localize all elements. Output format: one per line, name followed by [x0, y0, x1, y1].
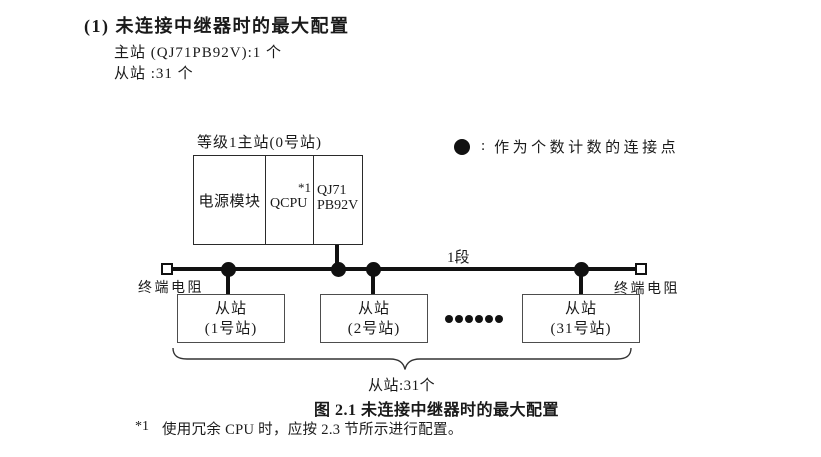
terminating-resistor-label-left: 终端电阻: [138, 281, 204, 296]
terminating-resistor-icon-left: [161, 263, 173, 275]
connector-line-master: [335, 245, 339, 271]
slave-label-line1: 从站: [564, 300, 597, 317]
connector-line-slave2: [371, 270, 375, 295]
slave-label-line2: (31号站): [550, 320, 612, 337]
cpu-footnote-ref: *1: [298, 180, 311, 195]
slave-station-box-2: 从站 (2号站): [320, 294, 428, 343]
connector-line-slave31: [579, 270, 583, 295]
slave-station-box-1: 从站 (1号站): [177, 294, 285, 343]
pb92v-label-line2: PB92V: [317, 198, 359, 213]
master-station-label: 等级1主站(0号站): [197, 135, 322, 151]
pb92v-label-line1: QJ71: [317, 183, 347, 198]
legend-colon: :: [481, 138, 486, 154]
segment-label: 1段: [447, 250, 470, 266]
master-count-line: 主站 (QJ71PB92V):1 个: [114, 45, 283, 61]
slave-label-line1: 从站: [357, 300, 390, 317]
connection-point-dot: [574, 262, 589, 277]
slave-label-line1: 从站: [214, 300, 247, 317]
cpu-label: QCPU: [270, 196, 308, 211]
page-title: (1) 未连接中继器时的最大配置: [84, 16, 350, 36]
legend-label: 作为个数计数的连接点: [494, 140, 680, 156]
power-module-cell: 电源模块: [198, 193, 261, 210]
brace-label: 从站:31个: [368, 378, 436, 394]
connection-point-dot: [221, 262, 236, 277]
pb92v-cell: QJ71 PB92V: [313, 156, 361, 244]
connection-point-dot: [366, 262, 381, 277]
slave-label-line2: (1号站): [204, 320, 258, 337]
ellipsis-dots-icon: [445, 315, 503, 323]
figure-caption: 图 2.1 未连接中继器时的最大配置: [314, 402, 560, 419]
terminating-resistor-label-right: 终端电阻: [614, 282, 680, 297]
terminating-resistor-icon-right: [635, 263, 647, 275]
legend: : 作为个数计数的连接点: [454, 136, 679, 157]
cpu-cell: *1 QCPU: [265, 156, 313, 244]
bus-line: [173, 267, 635, 271]
slave-label-line2: (2号站): [347, 320, 401, 337]
connection-point-icon: [454, 138, 470, 155]
footnote-text: 使用冗余 CPU 时，应按 2.3 节所示进行配置。: [162, 422, 463, 438]
slave-station-box-31: 从站 (31号站): [522, 294, 640, 343]
footnote-marker: *1: [135, 419, 149, 434]
connector-line-slave1: [226, 270, 230, 295]
slave-count-line: 从站 :31 个: [114, 66, 194, 82]
master-station-box: 电源模块 *1 QCPU QJ71 PB92V: [193, 155, 363, 245]
